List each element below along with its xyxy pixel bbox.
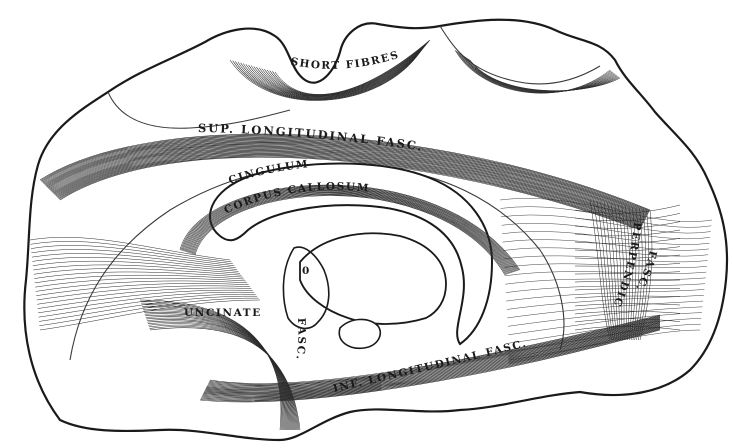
fibre-strand — [148, 324, 296, 430]
fibre-strand — [149, 326, 298, 430]
fibre-strand — [147, 319, 294, 430]
fibre-strand — [147, 321, 294, 430]
fibre-strand — [149, 325, 298, 430]
fibre-strand — [31, 249, 234, 265]
fibre-strand — [470, 60, 620, 91]
fibre-strand — [575, 311, 680, 314]
fibre-strand — [36, 283, 248, 295]
fibre-strand — [205, 323, 660, 393]
fibre-strand — [503, 248, 708, 256]
upper-sulcus-contour — [440, 26, 600, 84]
short-fibres-label: SHORT FIBRES — [290, 49, 401, 72]
fibre-strand — [575, 319, 680, 322]
fibre-strand — [504, 264, 707, 268]
fibre-strand — [575, 238, 680, 243]
fibre-strand — [36, 281, 247, 291]
fibre-strand — [504, 256, 708, 262]
fibre-strand — [205, 322, 660, 392]
fibre-strand — [148, 322, 296, 430]
fibre-strand — [146, 317, 292, 430]
fibre-strand — [31, 245, 233, 263]
mammillary-body — [339, 319, 380, 348]
fibre-strand — [146, 318, 292, 430]
uncinate-fasc-label: FASC. — [293, 318, 307, 362]
fibre-strand — [144, 312, 288, 430]
fibre-strand — [145, 315, 290, 430]
fibre-strand — [145, 314, 290, 430]
fibre-strand — [505, 278, 705, 284]
uncinate-bundle — [140, 300, 300, 430]
fibre-strand — [32, 257, 237, 269]
marker-zero: 0 — [302, 265, 311, 277]
fibre-strand — [575, 296, 680, 298]
fibre-strand — [502, 223, 711, 239]
fibre-strand — [30, 241, 231, 262]
fibre-strand — [143, 309, 286, 430]
ventricle-outline — [300, 233, 446, 324]
short-fibres-bundle-right — [455, 50, 620, 93]
uncinate-label: UNCINATE — [184, 307, 262, 319]
